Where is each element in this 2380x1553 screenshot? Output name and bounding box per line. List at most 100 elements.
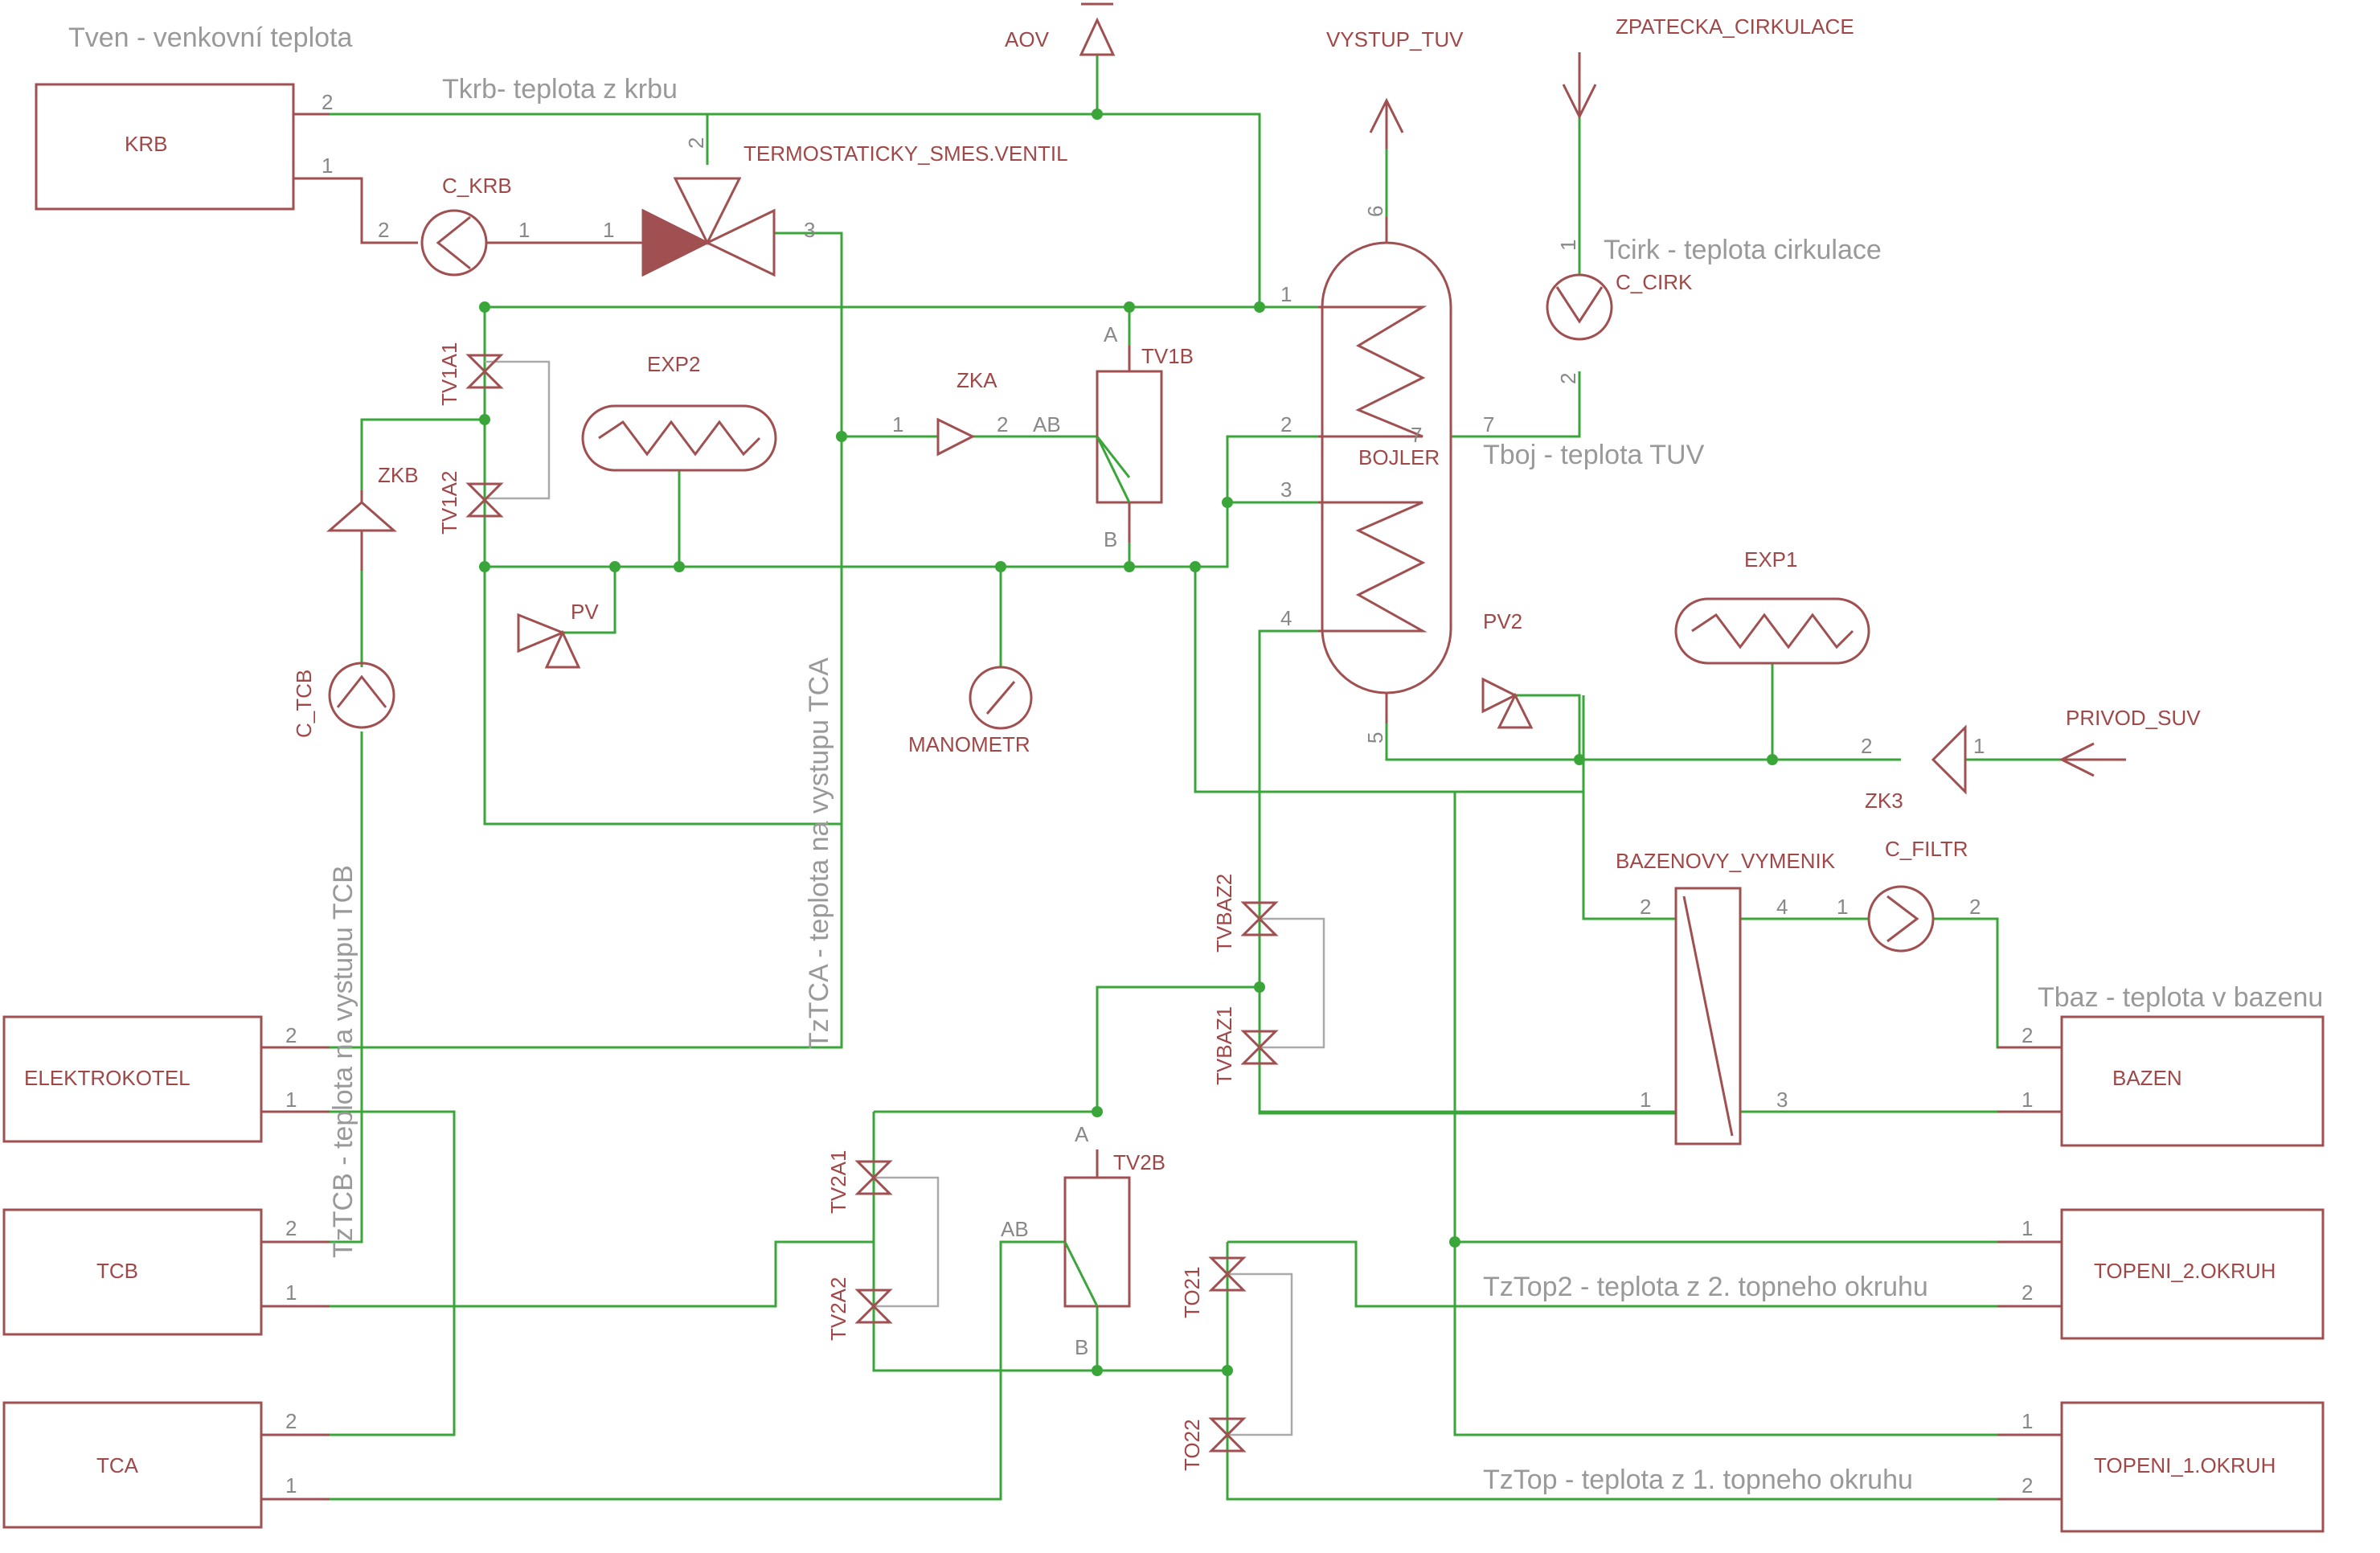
pin: 2 bbox=[322, 90, 333, 114]
termostaticky-ventil bbox=[641, 177, 776, 277]
pin: 2 bbox=[2022, 1023, 2033, 1047]
pin: 1 bbox=[518, 218, 530, 242]
label-krb: KRB bbox=[125, 132, 167, 156]
junction bbox=[1574, 754, 1585, 765]
label-tvbaz1: TVBAZ1 bbox=[1212, 1006, 1236, 1085]
wire-bojler-7 bbox=[1451, 371, 1581, 438]
pin: 2 bbox=[2022, 1281, 2033, 1305]
three-way-valves bbox=[1063, 346, 1163, 1308]
wire-termostat-3 bbox=[330, 232, 843, 1049]
pin: 1 bbox=[1640, 1088, 1651, 1112]
label-exp1: EXP1 bbox=[1744, 547, 1798, 572]
junction bbox=[1767, 754, 1778, 765]
label-c-filtr: C_FILTR bbox=[1885, 837, 1968, 861]
wire-bojler-5 bbox=[1385, 723, 1901, 761]
pin: AB bbox=[1001, 1217, 1029, 1241]
bypass-tv1a bbox=[485, 360, 551, 500]
bazen-box bbox=[2060, 1015, 2325, 1147]
junctions bbox=[479, 109, 1778, 1376]
krb-to-ckrb bbox=[330, 177, 418, 244]
pin: 1 bbox=[892, 412, 903, 436]
pin-numbers: 2 1 2 1 1 3 2 1 2 3 4 7 7 5 6 1 2 1 2 AB… bbox=[285, 90, 2033, 1498]
label-tvbaz2: TVBAZ2 bbox=[1212, 874, 1236, 953]
to21-symbol bbox=[1208, 1256, 1247, 1292]
pin: A bbox=[1104, 322, 1118, 346]
pin: 1 bbox=[603, 218, 614, 242]
wire-bottom-rail bbox=[485, 435, 1318, 568]
exp1-symbol bbox=[1674, 597, 1870, 665]
tv1b-symbol bbox=[1096, 346, 1163, 543]
exp2-symbol bbox=[581, 404, 777, 472]
label-bojler: BOJLER bbox=[1358, 445, 1440, 469]
component-boxes bbox=[2, 83, 2325, 1533]
note-tkrb: Tkrb- teplota z krbu bbox=[442, 74, 678, 104]
wire-to-valves bbox=[1226, 1242, 2062, 1501]
label-topeni2: TOPENI_2.OKRUH bbox=[2094, 1259, 2276, 1283]
label-zkb: ZKB bbox=[378, 463, 419, 487]
label-zka: ZKA bbox=[957, 368, 997, 392]
pin-stubs bbox=[261, 113, 2062, 1501]
label-elektrokotel: ELEKTROKOTEL bbox=[24, 1066, 190, 1090]
wire-vymenik-2 bbox=[1582, 695, 1676, 920]
note-tztop2: TzTop2 - teplota z 2. topneho okruhu bbox=[1483, 1272, 1928, 1302]
pv2-symbol bbox=[1481, 677, 1534, 729]
label-tv1a2: TV1A2 bbox=[437, 471, 461, 535]
label-exp2: EXP2 bbox=[647, 352, 701, 376]
note-tboj: Tboj - teplota TUV bbox=[1483, 440, 1705, 470]
pin: 4 bbox=[1280, 606, 1292, 630]
pin: 1 bbox=[322, 154, 333, 178]
label-bazen: BAZEN bbox=[2112, 1066, 2182, 1090]
bypass-wires bbox=[485, 360, 1325, 1436]
pin: 1 bbox=[285, 1281, 297, 1305]
ball-valves bbox=[465, 354, 1279, 1453]
junction bbox=[1092, 1106, 1103, 1117]
label-zk3: ZK3 bbox=[1865, 789, 1903, 813]
wire-rail-topeni2 bbox=[1194, 567, 1585, 919]
wire-ek1-tca2 bbox=[330, 1110, 456, 1436]
pin: 2 bbox=[285, 1409, 297, 1433]
pin: A bbox=[1075, 1122, 1089, 1146]
bojler-symbol bbox=[1318, 217, 1452, 723]
wire-zkb-top bbox=[360, 418, 485, 490]
pv-symbol bbox=[517, 613, 581, 669]
pin: 2 bbox=[1861, 734, 1872, 758]
aov-symbol bbox=[1079, 2, 1116, 56]
pin: 2 bbox=[378, 218, 389, 242]
wire-tv2b-b bbox=[1096, 1306, 1227, 1372]
pumps bbox=[328, 209, 1935, 953]
tvbaz1-symbol bbox=[1240, 1030, 1279, 1065]
label-pv: PV bbox=[571, 600, 599, 624]
label-tcb: TCB bbox=[96, 1259, 138, 1283]
bazenovy-vymenik-symbol bbox=[1674, 887, 1742, 1145]
pin: 1 bbox=[1837, 895, 1848, 919]
tcb-box bbox=[2, 1208, 263, 1336]
junction bbox=[1190, 561, 1201, 572]
note-tztcb: TzTCB - teplota na vystupu TCB bbox=[328, 865, 358, 1258]
pin: 1 bbox=[1280, 282, 1292, 306]
elektrokotel-box bbox=[2, 1015, 263, 1143]
zka-symbol bbox=[936, 417, 976, 457]
junction bbox=[1124, 301, 1135, 313]
pin: 6 bbox=[1363, 206, 1387, 217]
pin: 1 bbox=[2022, 1216, 2033, 1240]
pump-c-cirk bbox=[1546, 273, 1613, 341]
pump-c-tcb bbox=[328, 662, 395, 729]
krb-box bbox=[35, 83, 295, 211]
label-tca: TCA bbox=[96, 1453, 139, 1477]
junction bbox=[1254, 981, 1265, 993]
pin: 2 bbox=[1280, 412, 1292, 436]
pump-c-filtr bbox=[1867, 885, 1935, 953]
pin: 1 bbox=[285, 1473, 297, 1498]
zkb-symbol bbox=[326, 501, 397, 532]
topeni1-box bbox=[2060, 1401, 2325, 1533]
manometr-symbol bbox=[969, 666, 1033, 730]
label-c-cirk: C_CIRK bbox=[1616, 270, 1693, 294]
junction bbox=[479, 414, 490, 425]
wire-pv2 bbox=[1515, 694, 1581, 760]
pin: 1 bbox=[2022, 1088, 2033, 1112]
tvbaz2-symbol bbox=[1240, 901, 1279, 936]
tv1a1-symbol bbox=[465, 354, 504, 389]
label-termostat: TERMOSTATICKY_SMES.VENTIL bbox=[743, 141, 1068, 166]
pin: 1 bbox=[1556, 240, 1580, 251]
